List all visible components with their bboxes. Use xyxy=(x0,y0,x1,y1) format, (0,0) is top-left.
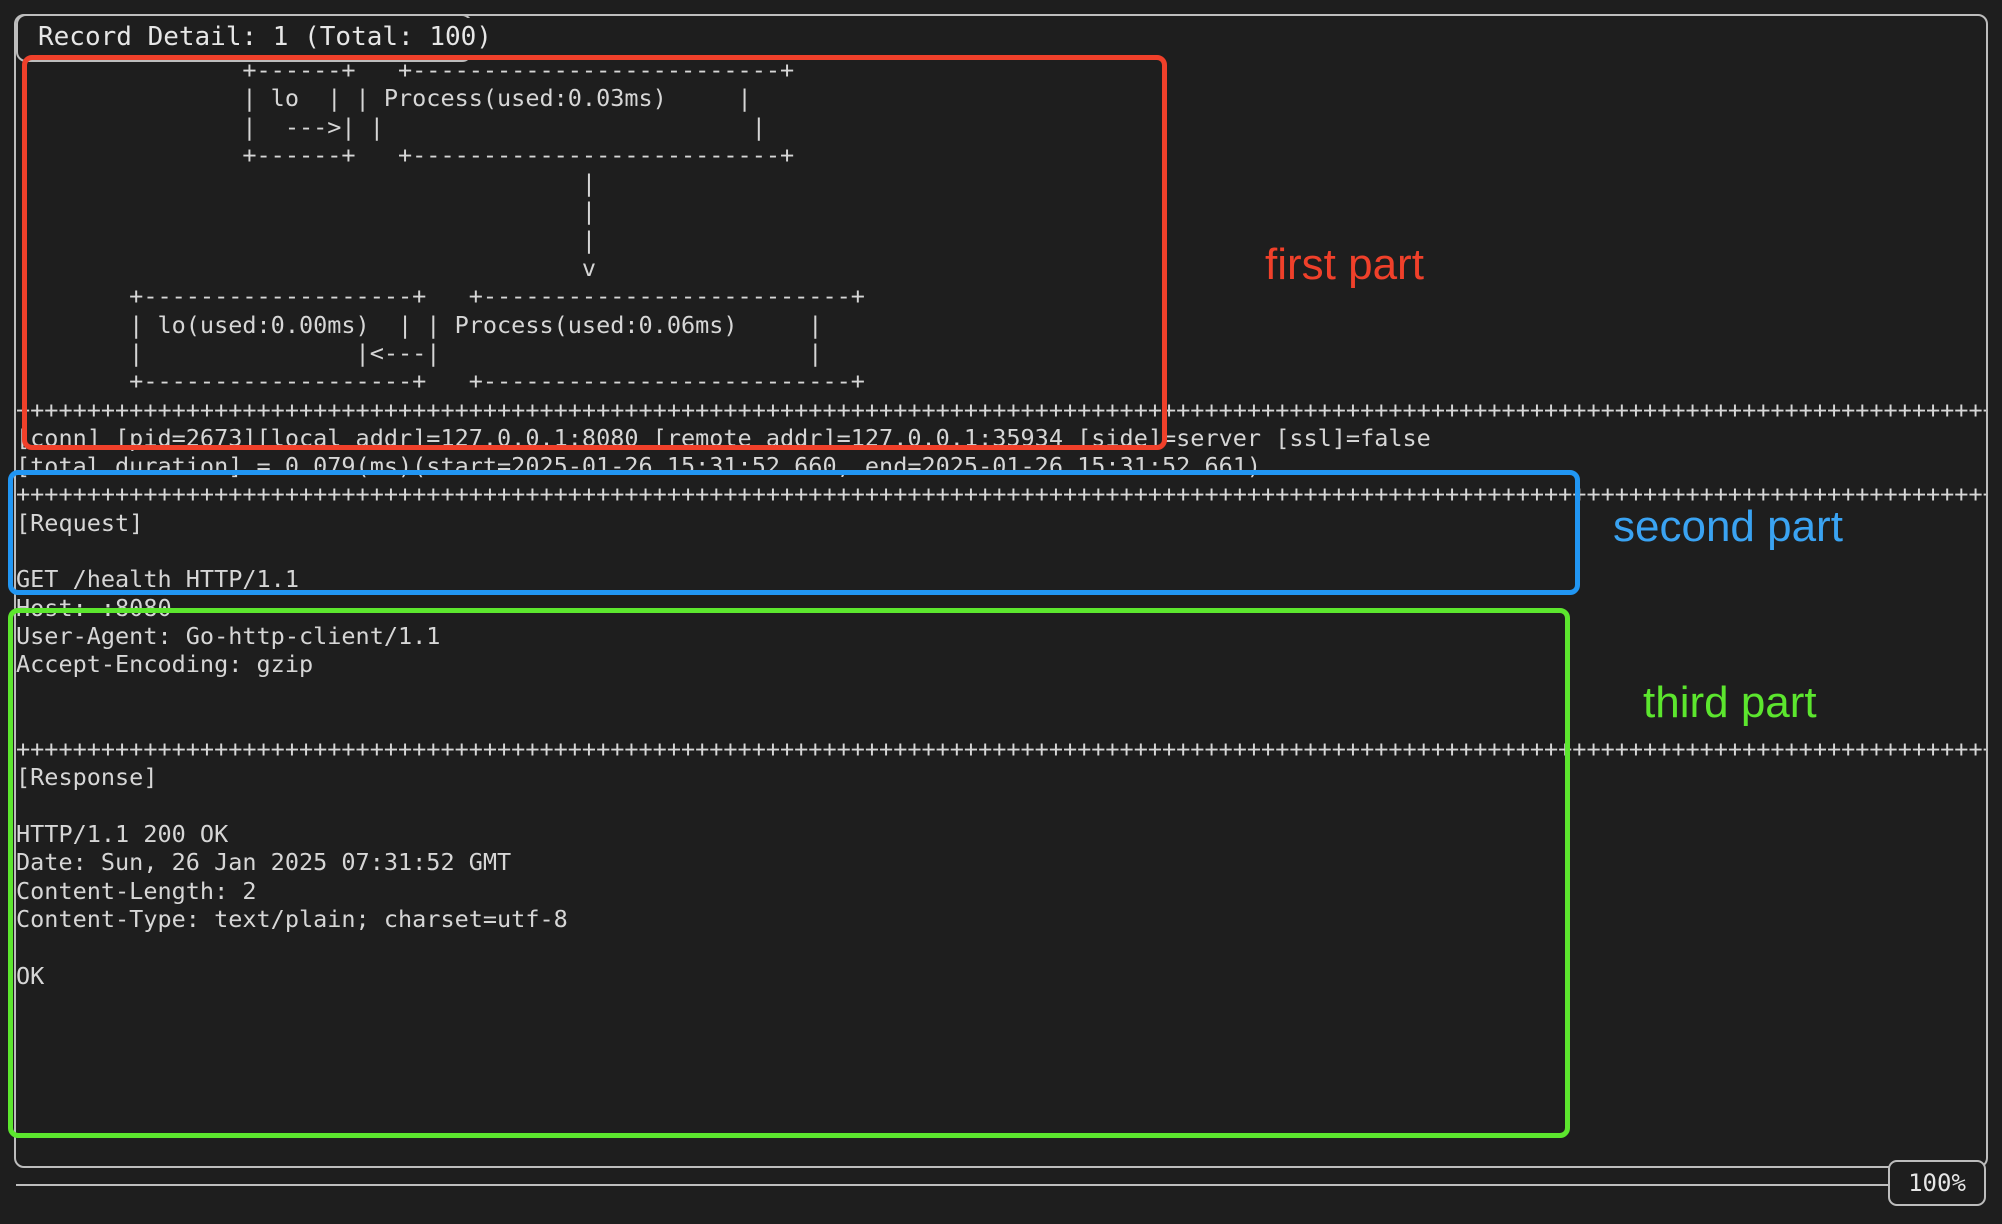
scroll-percent-badge: 100% xyxy=(1888,1160,1986,1206)
response-line: Content-Length: 2 xyxy=(16,876,257,905)
request-heading: [Request] xyxy=(16,508,144,537)
response-line: Date: Sun, 26 Jan 2025 07:31:52 GMT xyxy=(16,848,512,877)
annotation-label-second-part: second part xyxy=(1613,502,1843,551)
response-line: HTTP/1.1 200 OK xyxy=(16,820,229,849)
terminal-content: +------+ +--------------------------+ | … xyxy=(16,56,1986,1156)
panel-title: Record Detail: 1 (Total: 100) xyxy=(30,18,500,56)
section-separator-1: ++++++++++++++++++++++++++++++++++++++++… xyxy=(16,395,1986,424)
response-heading: [Response] xyxy=(16,763,158,792)
ascii-flow-diagram: +------+ +--------------------------+ | … xyxy=(129,56,865,396)
request-line: GET /health HTTP/1.1 xyxy=(16,565,299,594)
annotation-label-third-part: third part xyxy=(1643,678,1817,727)
conn-summary-line-2: [total duration] = 0.079(ms)(start=2025-… xyxy=(16,452,1262,481)
section-separator-3: ++++++++++++++++++++++++++++++++++++++++… xyxy=(16,735,1986,764)
section-separator-2: ++++++++++++++++++++++++++++++++++++++++… xyxy=(16,480,1986,509)
conn-summary-line-1: [conn] [pid=2673][local addr]=127.0.0.1:… xyxy=(16,423,1431,452)
request-line: User-Agent: Go-http-client/1.1 xyxy=(16,621,441,650)
annotation-label-first-part: first part xyxy=(1265,240,1424,289)
response-blank-2 xyxy=(16,933,1986,961)
response-body: OK xyxy=(16,961,45,990)
request-line: Host: :8080 xyxy=(16,593,172,622)
request-line: Accept-Encoding: gzip xyxy=(16,650,314,679)
scroll-rule[interactable] xyxy=(16,1184,1896,1186)
response-blank-1 xyxy=(16,792,1986,820)
response-line: Content-Type: text/plain; charset=utf-8 xyxy=(16,904,568,933)
